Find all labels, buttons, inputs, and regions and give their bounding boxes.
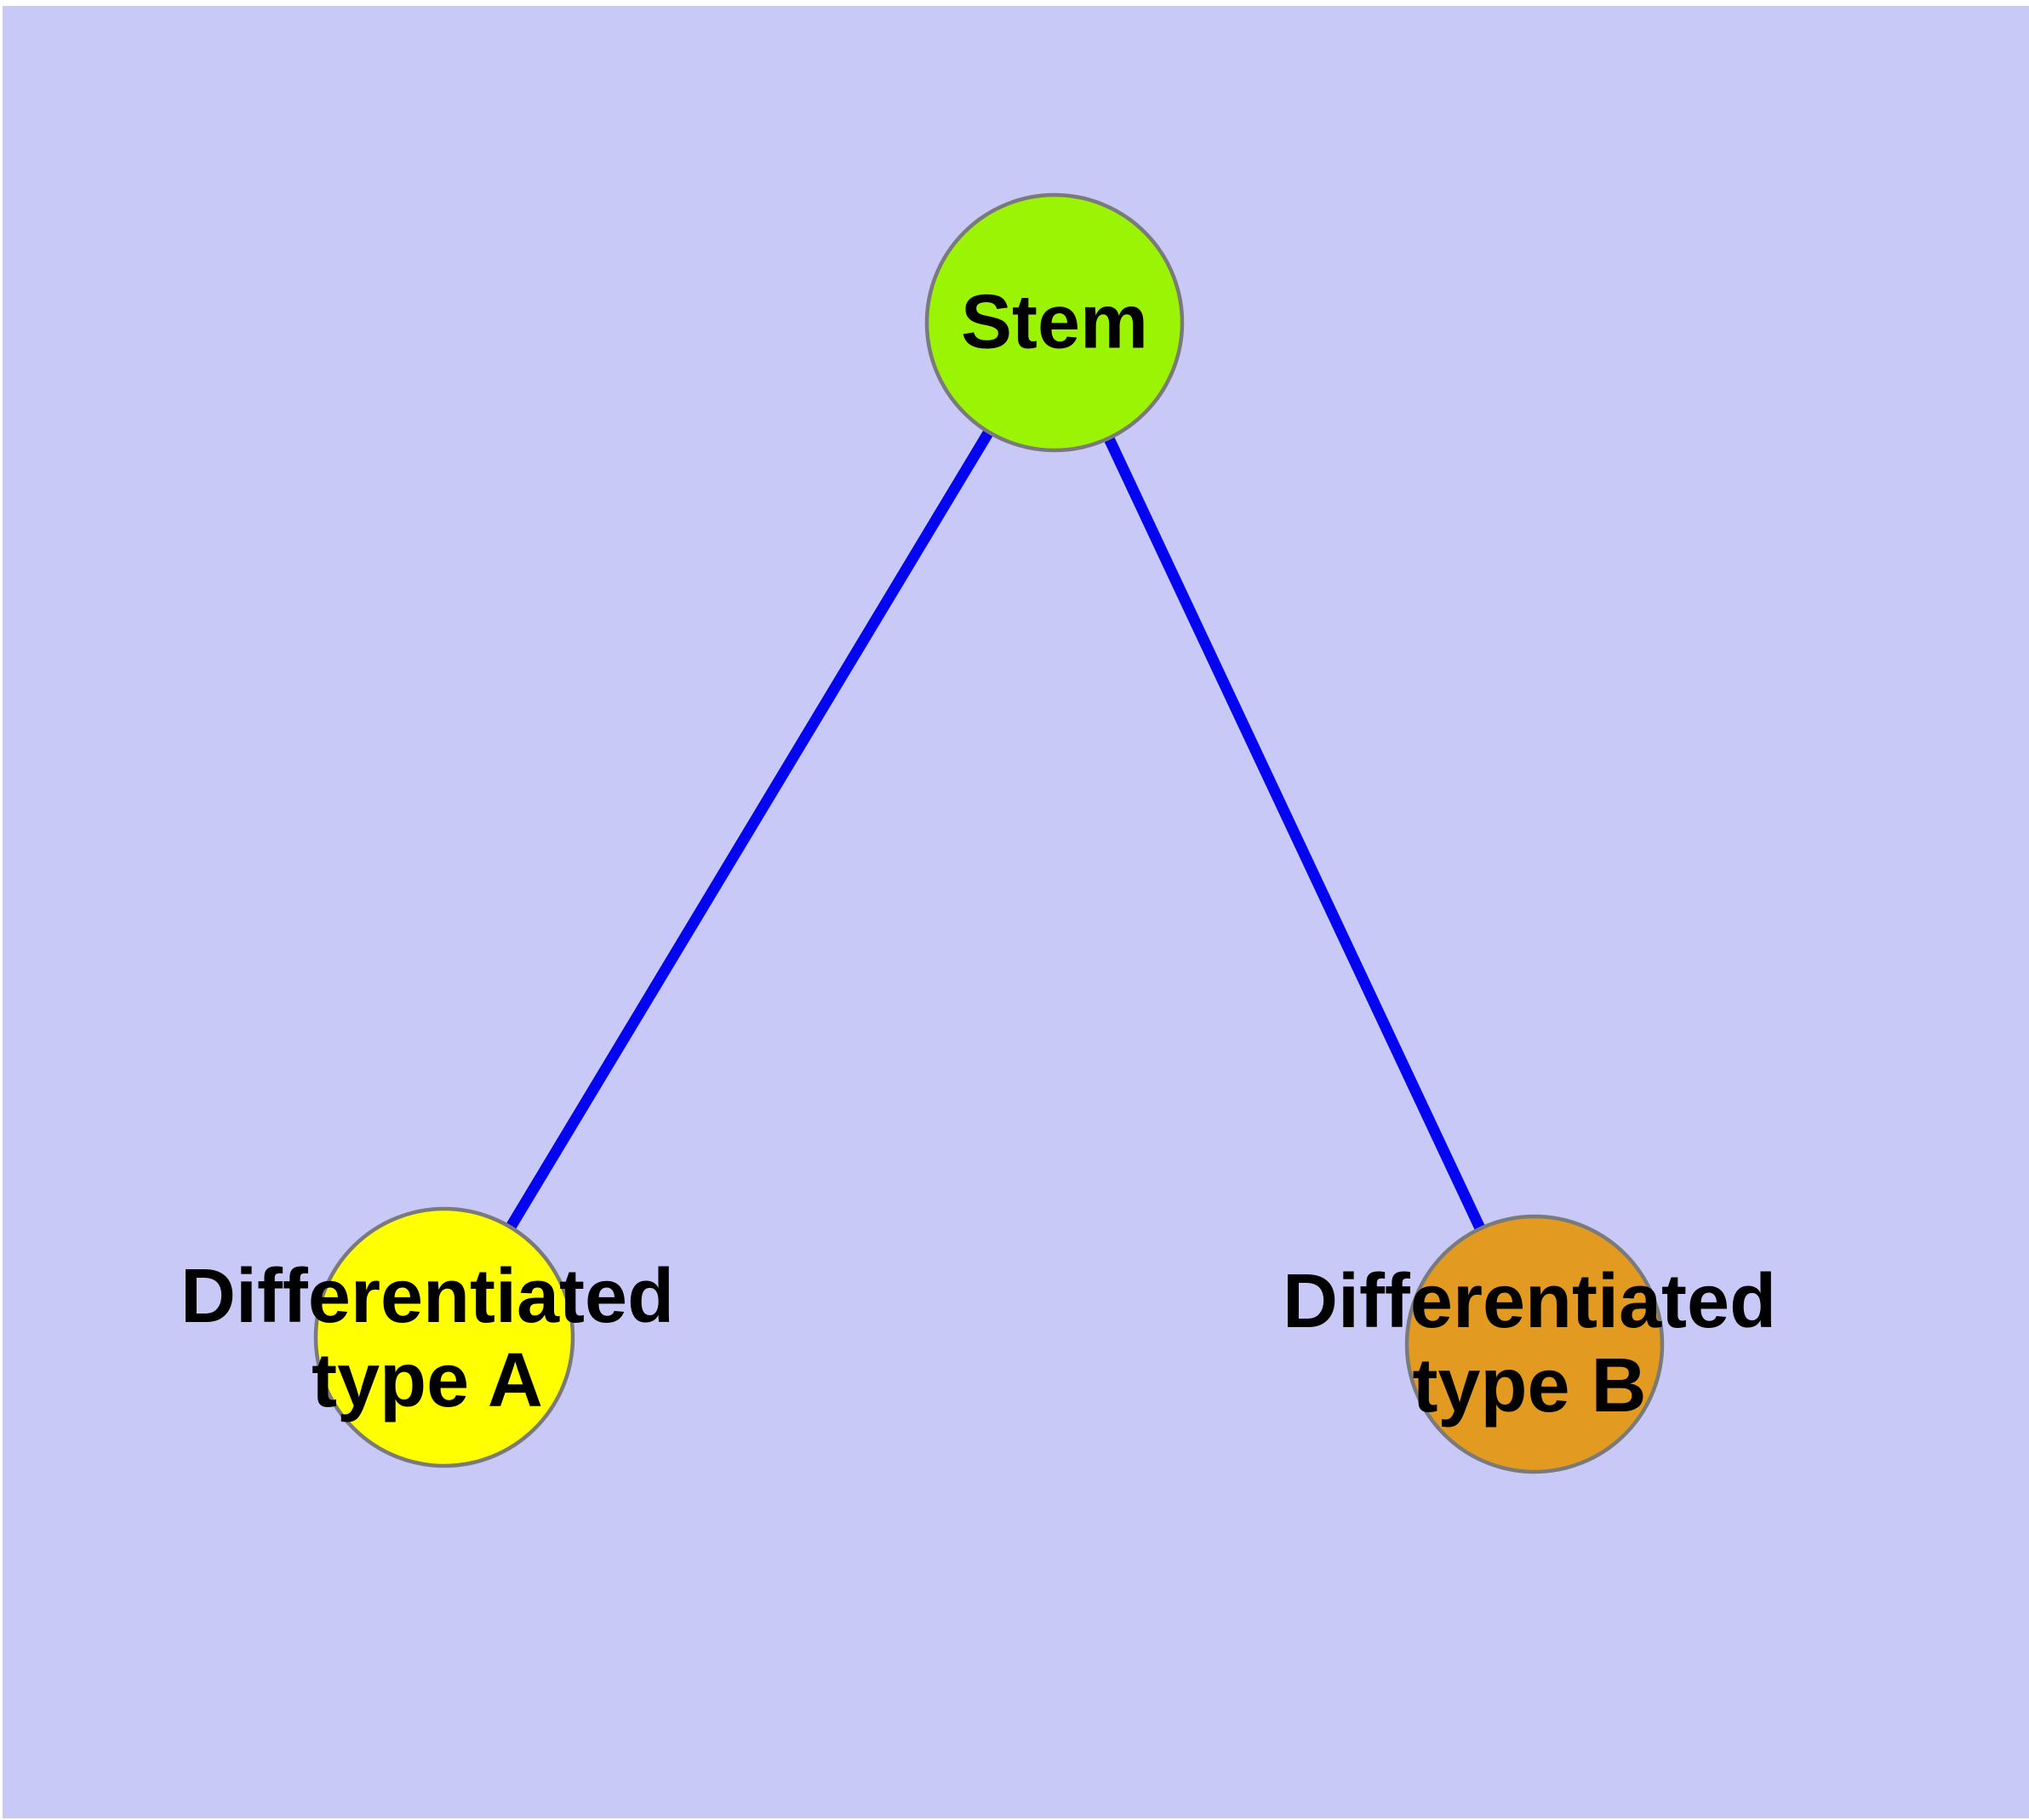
edge-stem-typeB (1049, 320, 1540, 1347)
node-typeA-circle (313, 1206, 575, 1468)
edge-stem-typeA (439, 319, 1060, 1341)
graph-svg (313, 192, 1665, 1474)
node-stem-circle (924, 192, 1185, 453)
node-typeB-circle (1404, 1214, 1665, 1474)
